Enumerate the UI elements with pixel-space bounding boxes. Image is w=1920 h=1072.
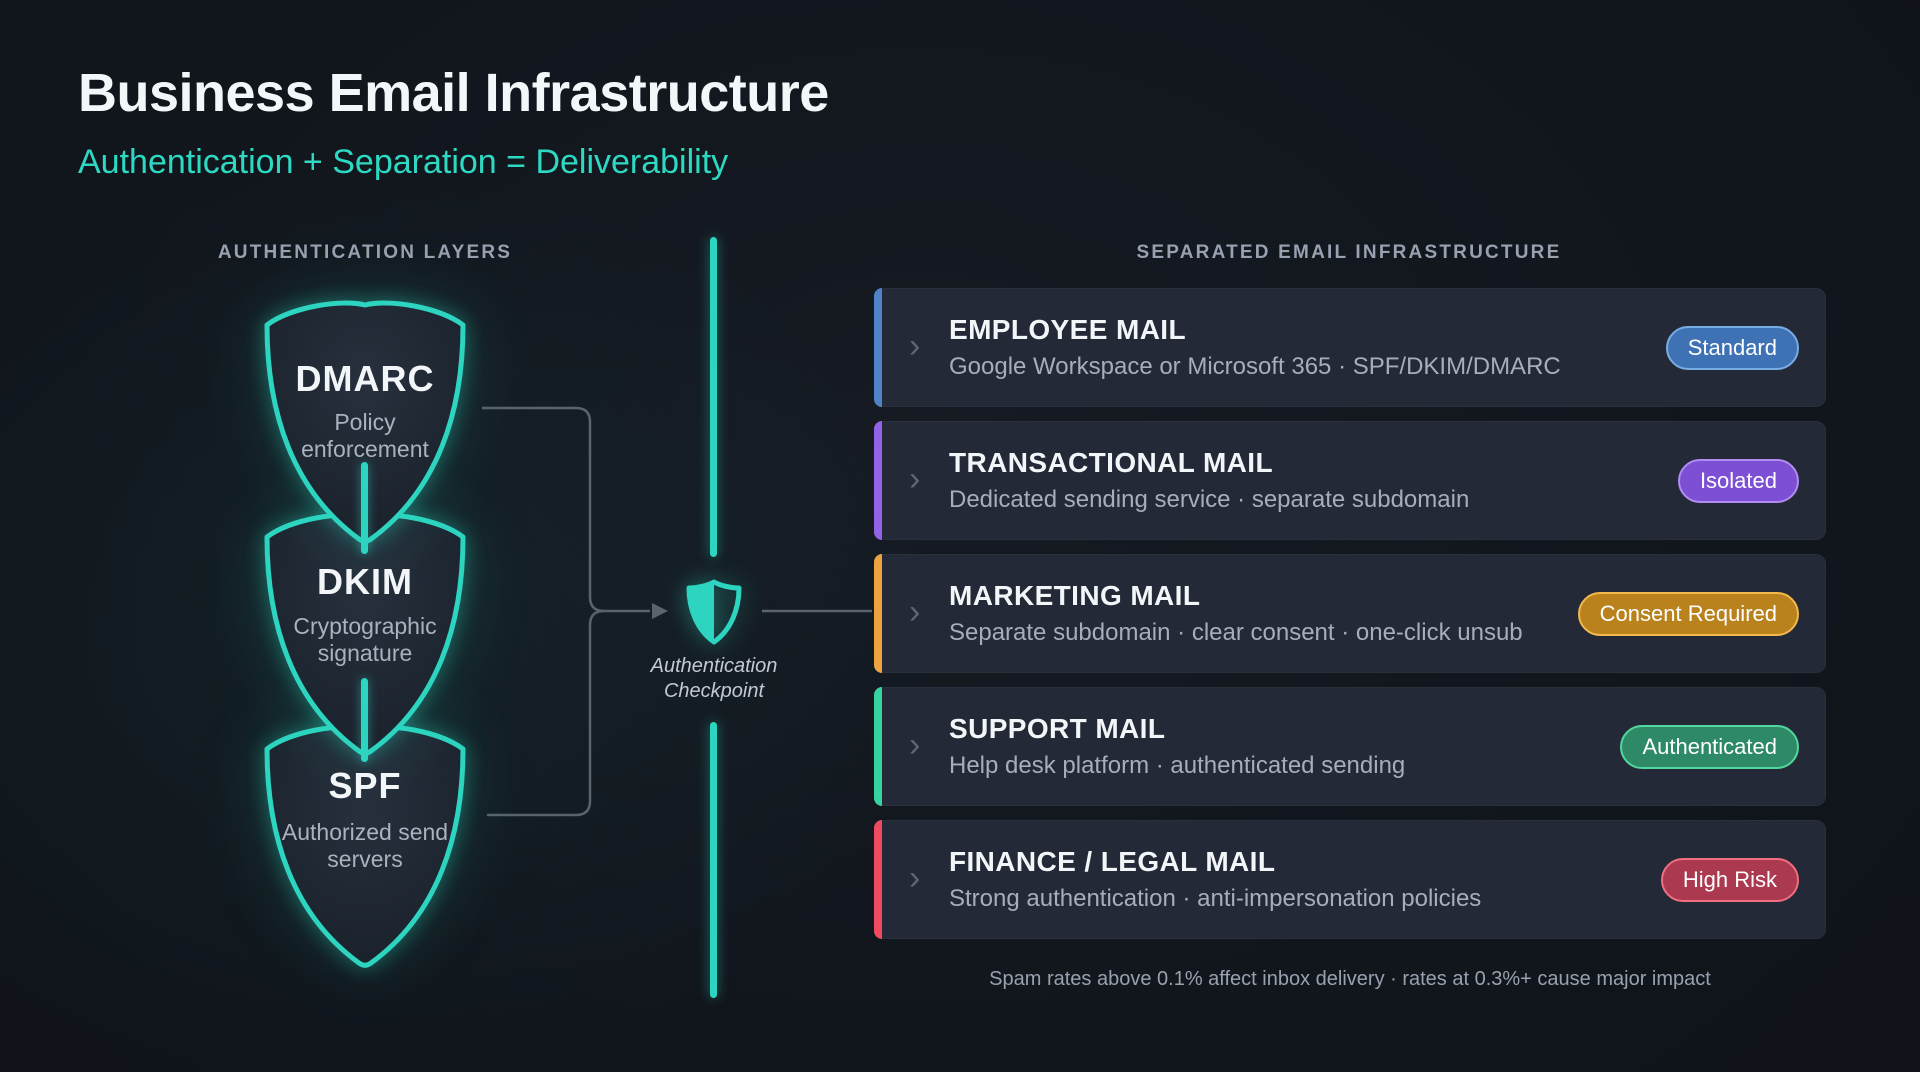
dkim-label: DKIM: [317, 561, 413, 602]
card-transactional-mail: › TRANSACTIONAL MAIL Dedicated sending s…: [874, 421, 1826, 540]
card-description: Google Workspace or Microsoft 365 · SPF/…: [949, 353, 1561, 380]
dmarc-label: DMARC: [295, 358, 435, 399]
chevron-right-icon: ›: [909, 725, 921, 764]
spf-label: SPF: [328, 765, 402, 806]
status-badge: Authenticated: [1620, 724, 1799, 769]
card-accent-bar: [874, 288, 882, 407]
shield-outline-icon: [264, 724, 466, 968]
checkpoint-shield-icon: [682, 576, 746, 648]
status-badge: Isolated: [1677, 458, 1799, 503]
card-description: Strong authentication · anti-impersonati…: [949, 885, 1482, 912]
checkpoint-line-top: [710, 237, 717, 557]
spf-description: Authorized send servers: [281, 819, 449, 872]
page-title: Business Email Infrastructure: [78, 63, 829, 123]
card-description: Help desk platform · authenticated sendi…: [949, 752, 1406, 779]
card-title: MARKETING MAIL: [949, 580, 1201, 611]
card-accent-bar: [874, 554, 882, 673]
card-marketing-mail: › MARKETING MAIL Separate subdomain · cl…: [874, 554, 1826, 673]
chevron-right-icon: ›: [909, 858, 921, 897]
checkpoint-line-bottom: [710, 722, 717, 998]
card-accent-bar: [874, 687, 882, 806]
card-support-mail: › SUPPORT MAIL Help desk platform · auth…: [874, 687, 1826, 806]
spam-rate-note: Spam rates above 0.1% affect inbox deliv…: [989, 968, 1711, 990]
shield-link-line: [361, 678, 368, 762]
card-finance-legal-mail: › FINANCE / LEGAL MAIL Strong authentica…: [874, 820, 1826, 939]
checkpoint-caption: Authentication Checkpoint: [650, 655, 778, 702]
separated-infrastructure-heading: SEPARATED EMAIL INFRASTRUCTURE: [1136, 242, 1562, 263]
chevron-right-icon: ›: [909, 326, 921, 365]
arrowhead-icon: [652, 603, 668, 619]
auth-layers-heading: AUTHENTICATION LAYERS: [217, 242, 513, 263]
status-badge: Consent Required: [1577, 591, 1799, 636]
card-accent-bar: [874, 421, 882, 540]
shield-link-line: [361, 462, 368, 554]
card-employee-mail: › EMPLOYEE MAIL Google Workspace or Micr…: [874, 288, 1826, 407]
card-title: FINANCE / LEGAL MAIL: [949, 846, 1276, 877]
page-subtitle: Authentication + Separation = Deliverabi…: [78, 143, 729, 181]
card-accent-bar: [874, 820, 882, 939]
chevron-right-icon: ›: [909, 592, 921, 631]
spf-shield: [253, 719, 477, 975]
card-description: Dedicated sending service · separate sub…: [949, 486, 1470, 513]
status-badge: Standard: [1665, 325, 1799, 370]
card-title: SUPPORT MAIL: [949, 713, 1166, 744]
dmarc-description: Policy enforcement: [301, 409, 429, 462]
dkim-description: Cryptographic signature: [293, 613, 437, 666]
card-title: EMPLOYEE MAIL: [949, 314, 1186, 345]
chevron-right-icon: ›: [909, 459, 921, 498]
card-description: Separate subdomain · clear consent · one…: [949, 619, 1523, 646]
status-badge: High Risk: [1660, 857, 1799, 902]
card-title: TRANSACTIONAL MAIL: [949, 447, 1273, 478]
